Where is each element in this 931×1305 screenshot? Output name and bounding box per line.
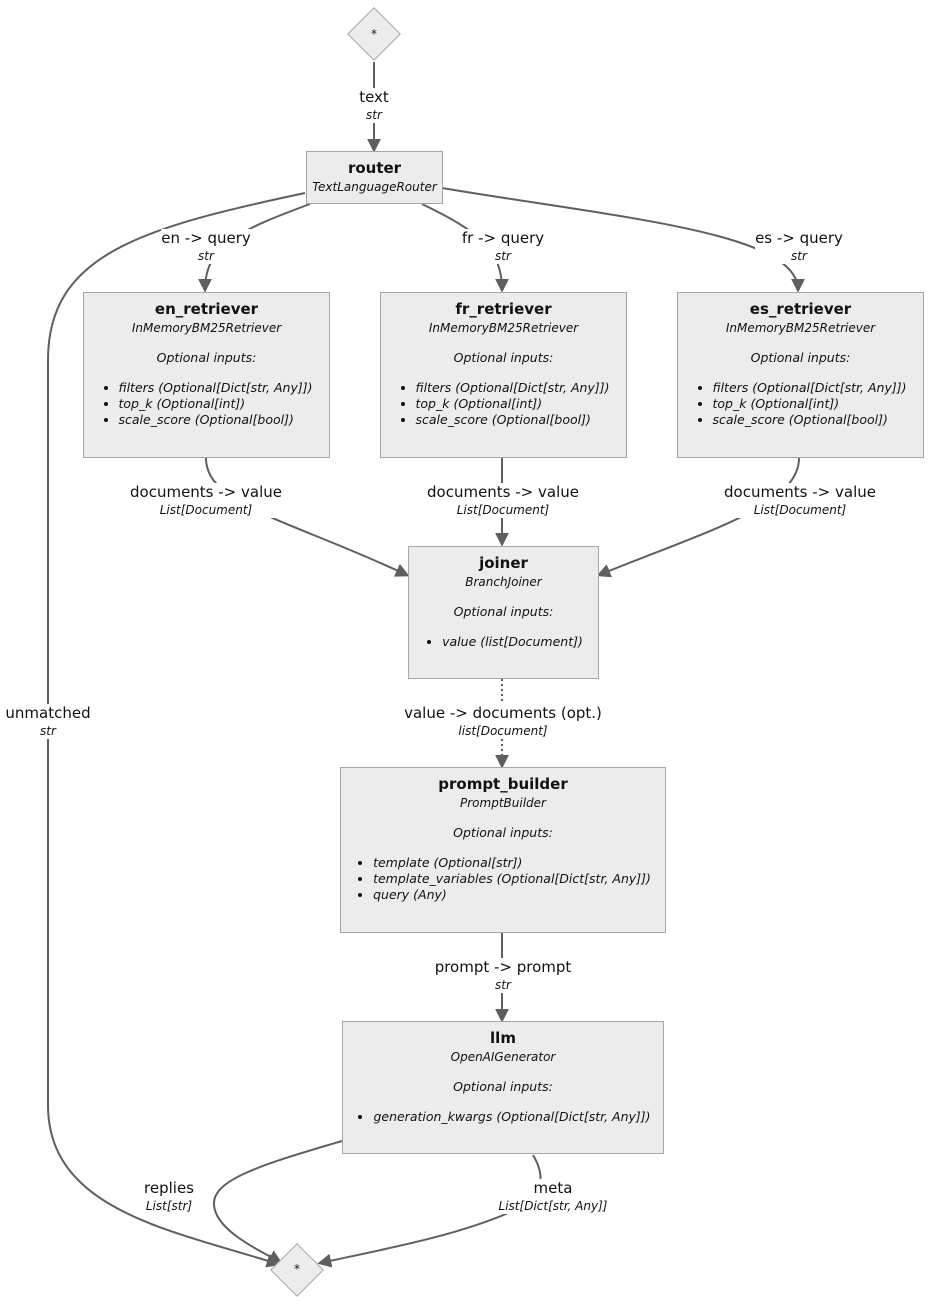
node-llm: llm OpenAIGenerator Optional inputs: gen… [342, 1021, 664, 1154]
edge-label-es-query: es -> query str [755, 229, 843, 264]
optional-inputs-list: filters (Optional[Dict[str, Any]]) top_k… [695, 380, 907, 428]
node-title: prompt_builder [438, 775, 568, 793]
edge-label-es-docs: documents -> value List[Document] [724, 483, 876, 518]
edge-label-meta: meta List[Dict[str, Any]] [498, 1179, 608, 1214]
input-item: filters (Optional[Dict[str, Any]]) [119, 380, 313, 396]
input-item: top_k (Optional[int]) [713, 396, 907, 412]
input-item: scale_score (Optional[bool]) [119, 412, 313, 428]
node-title: joiner [479, 554, 528, 572]
start-node-label: * [371, 27, 377, 41]
edge-label-en-query: en -> query str [161, 229, 251, 264]
node-en-retriever: en_retriever InMemoryBM25Retriever Optio… [83, 292, 330, 458]
optional-inputs-list: filters (Optional[Dict[str, Any]]) top_k… [101, 380, 313, 428]
node-type: InMemoryBM25Retriever [131, 321, 282, 335]
node-fr-retriever: fr_retriever InMemoryBM25Retriever Optio… [380, 292, 627, 458]
edge-es-query [441, 187, 805, 293]
optional-inputs-list: template (Optional[str]) template_variab… [355, 855, 651, 903]
input-item: query (Any) [373, 887, 651, 903]
node-type: InMemoryBM25Retriever [725, 321, 876, 335]
input-item: template (Optional[str]) [373, 855, 651, 871]
optional-inputs-label: Optional inputs: [453, 604, 554, 619]
node-type: InMemoryBM25Retriever [428, 321, 579, 335]
node-title: en_retriever [154, 300, 259, 318]
edge-label-value-docs: value -> documents (opt.) list[Document] [404, 704, 602, 739]
optional-inputs-list: generation_kwargs (Optional[Dict[str, An… [355, 1109, 650, 1125]
input-item: value (list[Document]) [442, 634, 583, 650]
edge-unmatched [47, 192, 306, 1268]
end-node-label: * [294, 1262, 300, 1276]
input-item: top_k (Optional[int]) [119, 396, 313, 412]
node-title: es_retriever [749, 300, 852, 318]
optional-inputs-label: Optional inputs: [750, 350, 851, 365]
optional-inputs-label: Optional inputs: [453, 825, 553, 840]
input-item: scale_score (Optional[bool]) [713, 412, 907, 428]
node-title: llm [490, 1029, 516, 1047]
node-title: fr_retriever [455, 300, 552, 318]
node-type: OpenAIGenerator [450, 1050, 556, 1064]
edge-label-text: text str [359, 88, 389, 123]
optional-inputs-label: Optional inputs: [156, 350, 257, 365]
edge-label-fr-query: fr -> query str [461, 229, 545, 264]
optional-inputs-label: Optional inputs: [453, 350, 554, 365]
node-type: BranchJoiner [465, 575, 542, 589]
edge-label-prompt: prompt -> prompt str [434, 958, 572, 993]
input-item: top_k (Optional[int]) [416, 396, 610, 412]
input-item: template_variables (Optional[Dict[str, A… [373, 871, 651, 887]
optional-inputs-list: value (list[Document]) [424, 634, 583, 650]
edge-label-unmatched: unmatched str [5, 704, 91, 739]
input-item: filters (Optional[Dict[str, Any]]) [416, 380, 610, 396]
optional-inputs-list: filters (Optional[Dict[str, Any]]) top_k… [398, 380, 610, 428]
node-title: router [347, 159, 402, 177]
node-type: PromptBuilder [460, 796, 546, 810]
node-es-retriever: es_retriever InMemoryBM25Retriever Optio… [677, 292, 924, 458]
input-item: scale_score (Optional[bool]) [416, 412, 610, 428]
node-prompt-builder: prompt_builder PromptBuilder Optional in… [340, 767, 666, 933]
edge-label-en-docs: documents -> value List[Document] [130, 483, 282, 518]
edge-label-fr-docs: documents -> value List[Document] [427, 483, 579, 518]
optional-inputs-label: Optional inputs: [453, 1079, 553, 1094]
edge-label-replies: replies List[str] [144, 1179, 194, 1214]
edge-replies [212, 1140, 343, 1264]
node-type: TextLanguageRouter [312, 180, 437, 194]
input-item: filters (Optional[Dict[str, Any]]) [713, 380, 907, 396]
node-joiner: joiner BranchJoiner Optional inputs: val… [408, 546, 599, 679]
node-router: router TextLanguageRouter [306, 151, 443, 204]
input-item: generation_kwargs (Optional[Dict[str, An… [373, 1109, 650, 1125]
